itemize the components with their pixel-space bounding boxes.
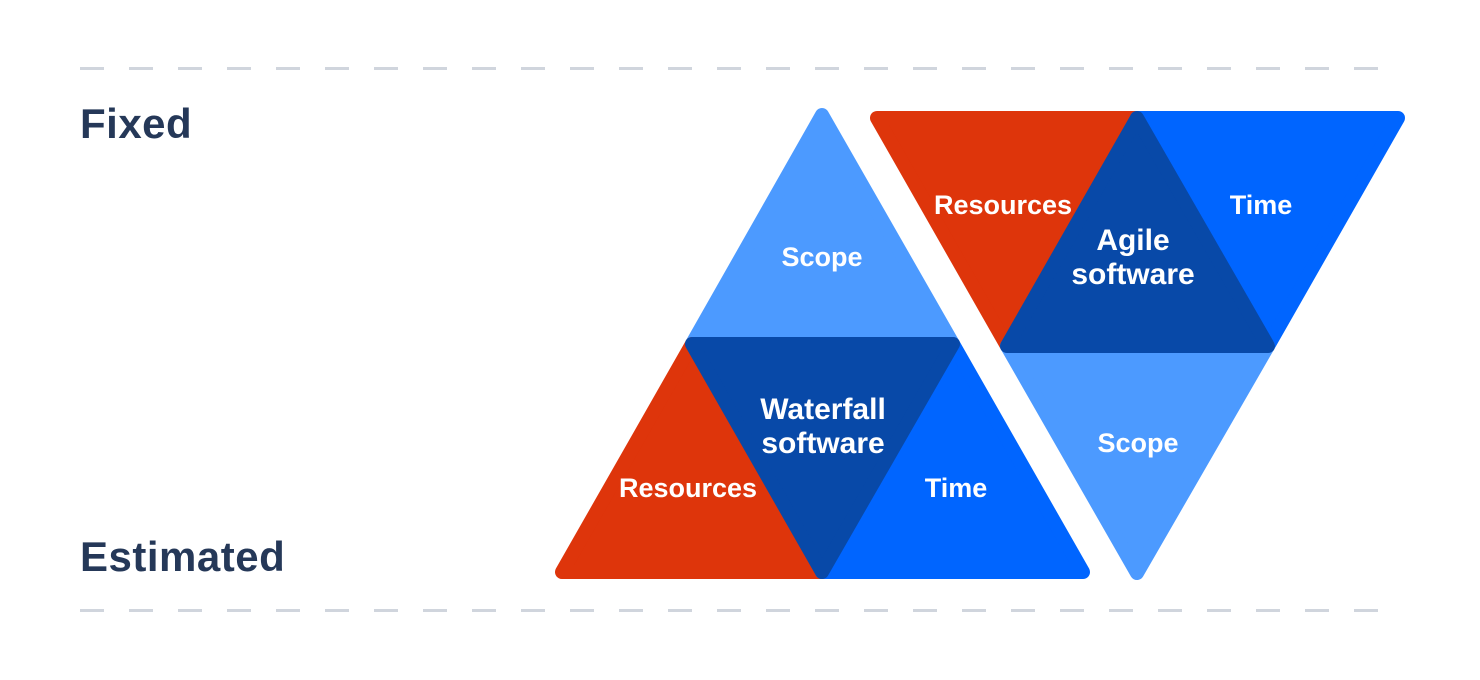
waterfall-center-triangle xyxy=(685,337,960,579)
estimated-label: Estimated xyxy=(80,533,286,580)
agile-time-label: Time xyxy=(1230,190,1293,220)
waterfall-triangle: Scope Resources Time Waterfall software xyxy=(555,108,1090,579)
estimated-dashed-line xyxy=(80,609,1402,612)
agile-center-triangle xyxy=(1000,111,1275,353)
waterfall-center-label-line1: Waterfall xyxy=(760,393,886,426)
agile-center-label-line2: software xyxy=(1071,258,1194,291)
fixed-label: Fixed xyxy=(80,100,193,147)
waterfall-center-label-line2: software xyxy=(761,427,884,460)
waterfall-time-label: Time xyxy=(925,473,988,503)
waterfall-scope-label: Scope xyxy=(781,242,862,272)
agile-resources-label: Resources xyxy=(934,190,1072,220)
agile-scope-label: Scope xyxy=(1097,428,1178,458)
waterfall-resources-label: Resources xyxy=(619,473,757,503)
agile-triangle: Resources Time Agile software Scope xyxy=(870,111,1405,580)
fixed-dashed-line xyxy=(80,67,1402,70)
agile-center-label-line1: Agile xyxy=(1096,224,1169,257)
